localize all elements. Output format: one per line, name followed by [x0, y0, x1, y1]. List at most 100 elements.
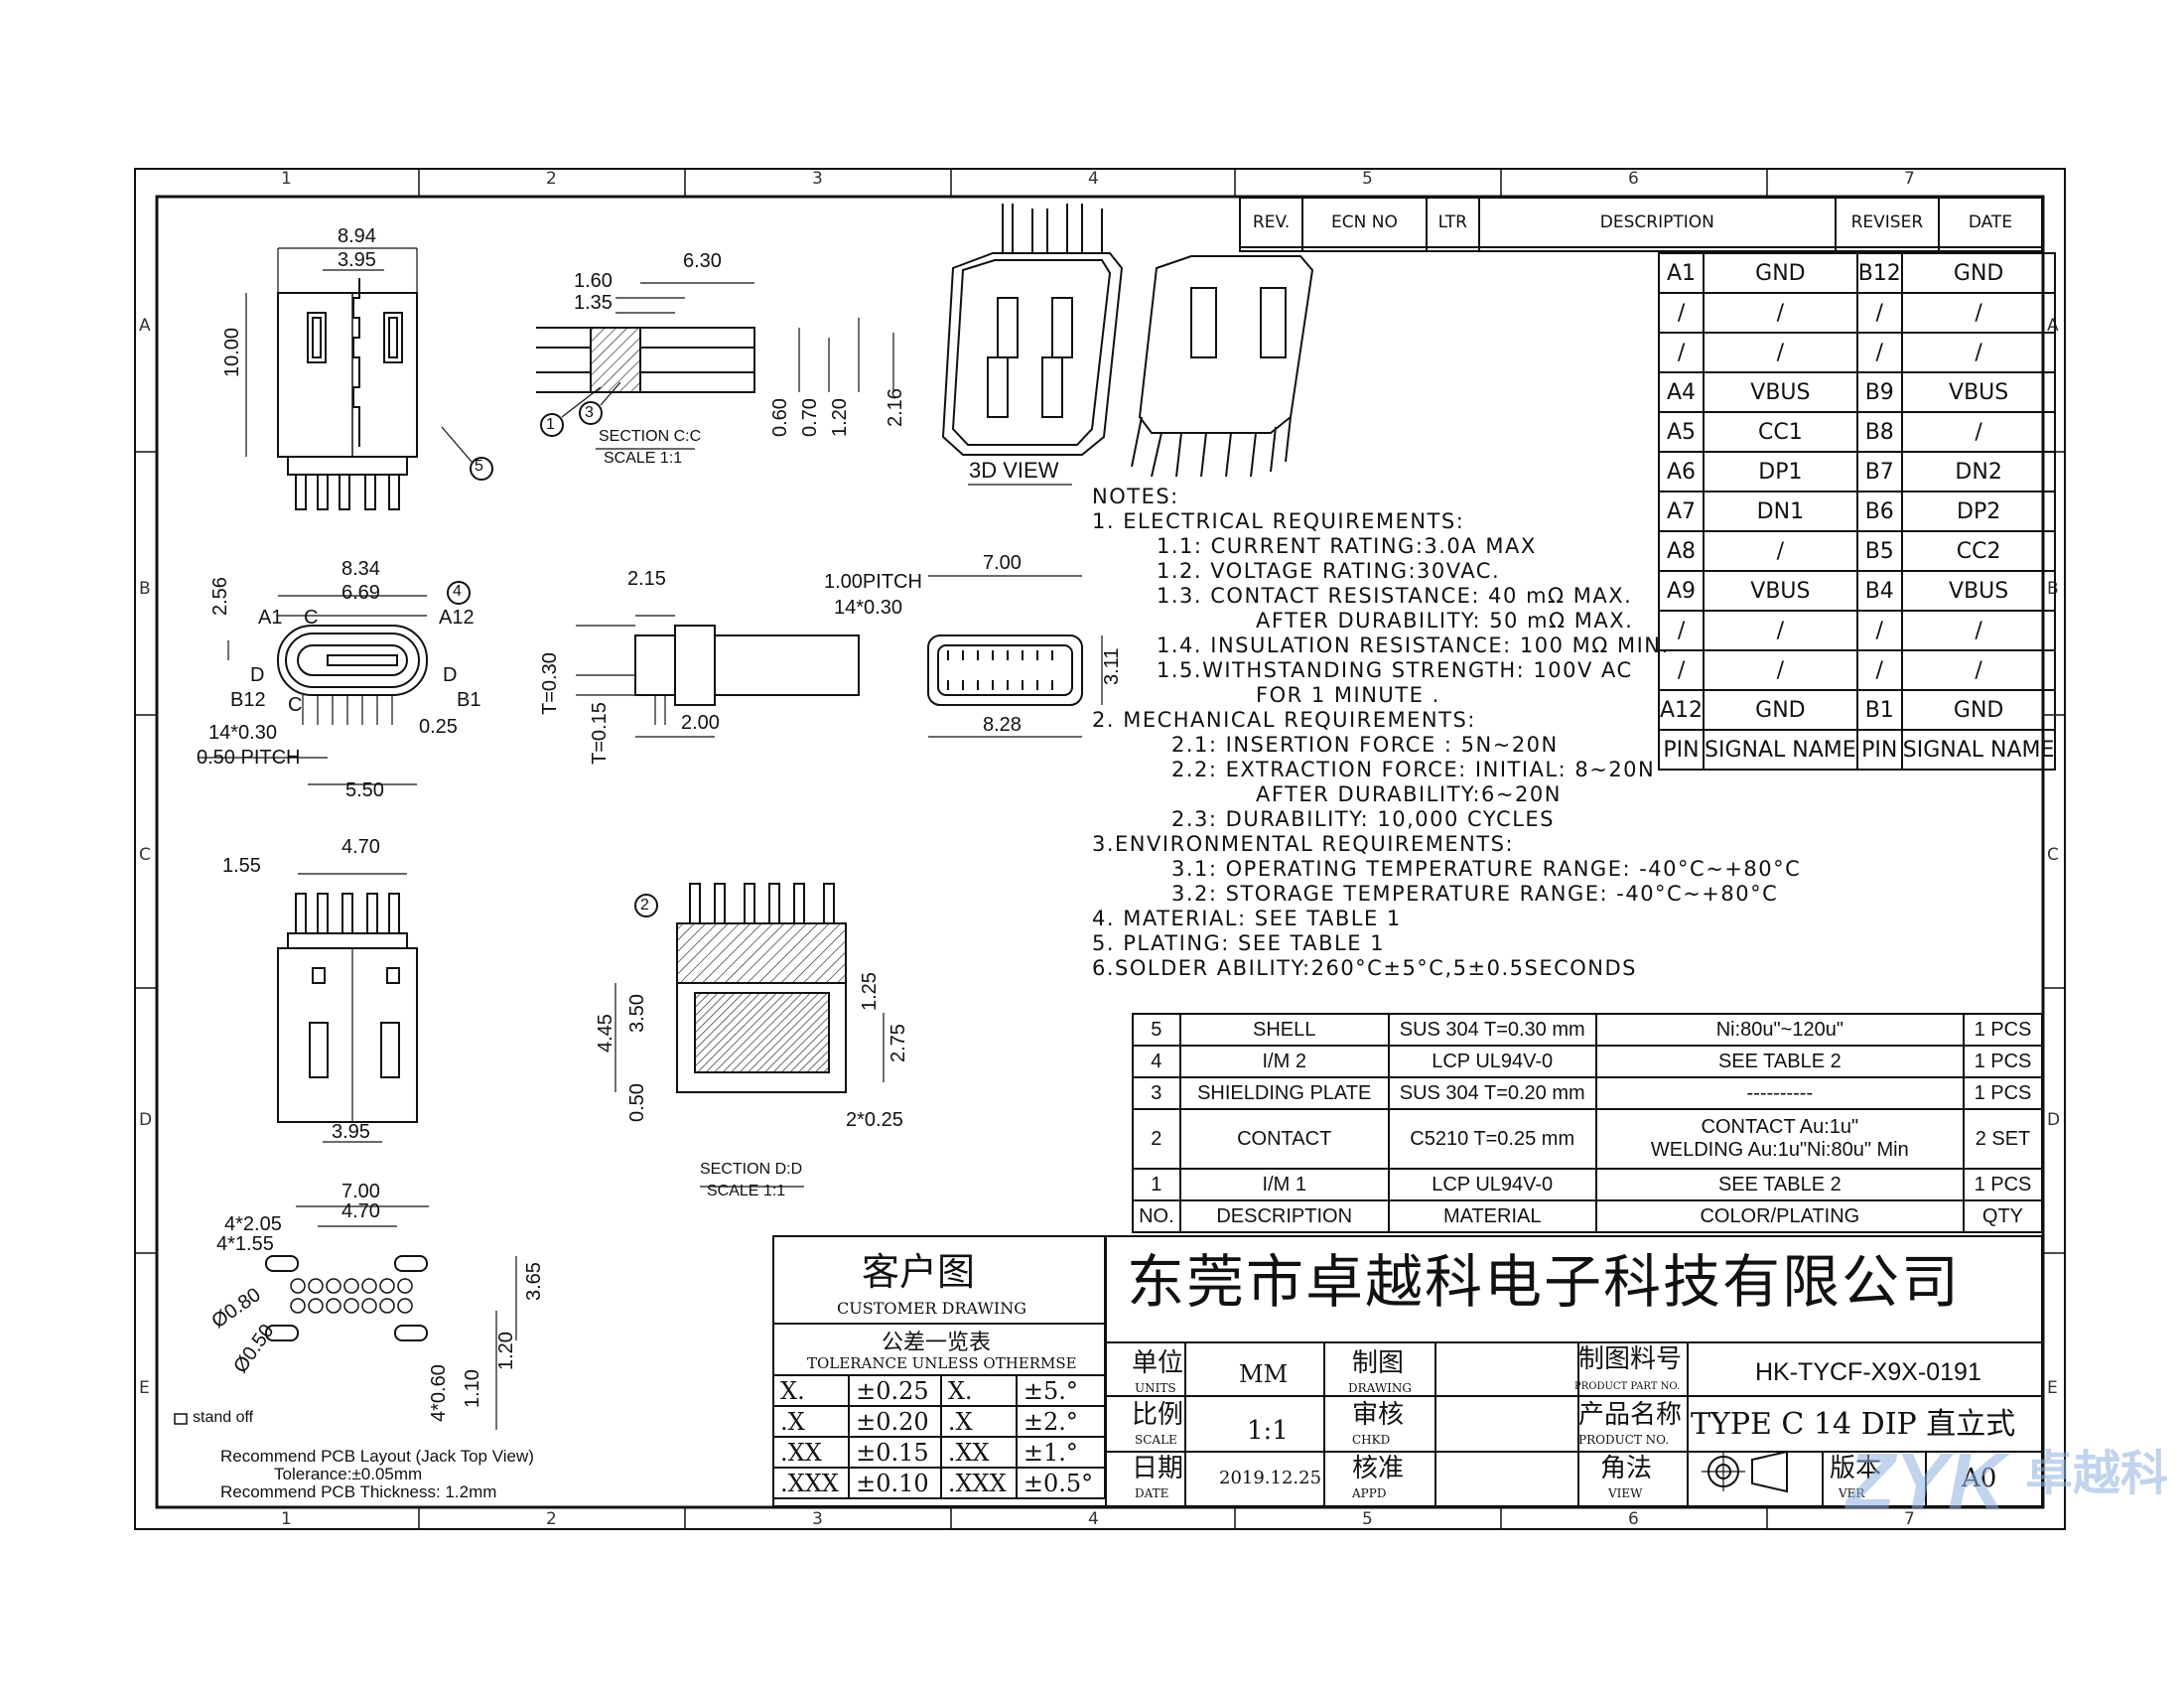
- bom-cell: 5: [1132, 1013, 1181, 1047]
- zone-letter: D: [2047, 1110, 2061, 1130]
- pcb-caption: Tolerance:±0.05mm: [274, 1465, 423, 1483]
- units-value: MM: [1239, 1360, 1289, 1388]
- section-marker: C: [304, 607, 319, 629]
- tolerance-cell: .X: [771, 1405, 851, 1438]
- bom-cell: DESCRIPTION: [1178, 1199, 1390, 1233]
- note-line: 1.2. VOLTAGE RATING:30VAC.: [1157, 559, 1501, 583]
- dim-label: 4*2.05: [224, 1213, 282, 1235]
- bom-cell: 2: [1132, 1108, 1181, 1170]
- bom-cell: I/M 2: [1178, 1045, 1390, 1078]
- note-line: FOR 1 MINUTE .: [1256, 683, 1440, 707]
- tolerance-cell: ±1.°: [1015, 1436, 1107, 1469]
- bom-cell: SHELL: [1178, 1013, 1390, 1047]
- zone-number: 7: [1904, 1509, 1915, 1529]
- date-header: DATE: [1937, 197, 2044, 248]
- dim-label: 0.50 PITCH: [197, 747, 301, 769]
- section-title: SECTION C:C: [599, 428, 702, 445]
- zone-letter: E: [139, 1378, 150, 1398]
- pin-cell: GND: [1900, 252, 2057, 294]
- view-cn: 角法: [1600, 1454, 1653, 1483]
- pin-cell: B9: [1855, 371, 1903, 413]
- part-no-value: HK-TYCF-X9X-0191: [1755, 1358, 1981, 1386]
- dim-label: 2.56: [209, 577, 231, 616]
- pin-cell: /: [1900, 292, 2057, 334]
- zone-number: 5: [1362, 169, 1373, 189]
- dim-label: 8.94: [338, 225, 376, 247]
- balloon-label: 1: [546, 416, 555, 433]
- units-cn: 单位: [1132, 1348, 1184, 1378]
- bom-cell: CONTACT Au:1u" WELDING Au:1u"Ni:80u" Min: [1594, 1108, 1965, 1170]
- scale-cn: 比例: [1132, 1400, 1184, 1430]
- ecn-header: ECN NO: [1301, 197, 1428, 248]
- pin-cell: /: [1657, 332, 1706, 373]
- drawing-cn: 制图: [1352, 1348, 1405, 1378]
- tolerance-cell: .XXX: [771, 1467, 851, 1499]
- tolerance-cell: .XX: [939, 1436, 1018, 1469]
- pin-row: ////: [1657, 649, 2057, 691]
- pin-row: ////: [1657, 610, 2057, 651]
- zone-number: 1: [281, 169, 292, 189]
- dim-label: 0.50: [626, 1083, 648, 1122]
- section-marker: D: [250, 664, 265, 686]
- top-view: [245, 247, 493, 510]
- part-no-cn: 制图料号: [1578, 1344, 1683, 1374]
- tolerance-cell: ±0.10: [848, 1467, 942, 1499]
- note-line: 1.5.WITHSTANDING STRENGTH: 100V AC: [1157, 658, 1633, 682]
- dim-label: 3.11: [1101, 647, 1123, 685]
- pin-cell: B6: [1855, 491, 1903, 532]
- pin-cell: /: [1703, 332, 1858, 373]
- pin-cell: VBUS: [1703, 570, 1858, 612]
- section-title: SECTION D:D: [700, 1161, 803, 1178]
- note-line: 3.2: STORAGE TEMPERATURE RANGE: -40°C~+8…: [1171, 882, 1779, 906]
- note-line: 1. ELECTRICAL REQUIREMENTS:: [1092, 509, 1465, 533]
- note-line: 1.3. CONTACT RESISTANCE: 40 mΩ MAX.: [1157, 584, 1633, 608]
- zone-number: 3: [812, 1509, 823, 1529]
- pin-marker: A12: [439, 607, 475, 629]
- pin-cell: /: [1703, 292, 1858, 334]
- zone-number: 1: [281, 1509, 292, 1529]
- pin-cell: B8: [1855, 411, 1903, 453]
- bom-cell: LCP UL94V-0: [1387, 1045, 1597, 1078]
- pin-cell: /: [1657, 649, 1706, 691]
- view-en: VIEW: [1608, 1486, 1643, 1500]
- zone-letter: D: [139, 1110, 153, 1130]
- pin-cell: VBUS: [1900, 371, 2057, 413]
- bom-cell: Ni:80u"~120u": [1594, 1013, 1965, 1047]
- pcb-caption: Recommend PCB Layout (Jack Top View): [220, 1447, 534, 1466]
- bom-cell: 1 PCS: [1962, 1168, 2044, 1201]
- view-3d-label: 3D VIEW: [969, 458, 1059, 483]
- dim-label: 3.95: [338, 249, 376, 271]
- dim-label: 2.00: [681, 712, 720, 734]
- note-line: 1.1: CURRENT RATING:3.0A MAX: [1157, 534, 1537, 558]
- dim-label: 4.70: [341, 1200, 380, 1222]
- zone-letter: E: [2047, 1378, 2058, 1398]
- zone-letter: B: [139, 579, 151, 599]
- tolerance-cell: ±0.20: [848, 1405, 942, 1438]
- tolerance-cell: X.: [771, 1374, 851, 1407]
- ver-cn: 版本: [1830, 1454, 1882, 1483]
- scale-en: SCALE: [1135, 1433, 1177, 1447]
- tolerance-cell: .XXX: [939, 1467, 1018, 1499]
- bom-cell: LCP UL94V-0: [1387, 1168, 1597, 1201]
- tolerance-cell: ±0.15: [848, 1436, 942, 1469]
- pin-cell: /: [1703, 649, 1858, 691]
- note-line: 3.1: OPERATING TEMPERATURE RANGE: -40°C~…: [1171, 857, 1802, 881]
- dim-label: 3.65: [523, 1262, 545, 1301]
- pin-cell: /: [1855, 292, 1903, 334]
- bom-cell: CONTACT: [1178, 1108, 1390, 1170]
- balloon-label: 2: [640, 897, 649, 914]
- zone-number: 2: [546, 169, 557, 189]
- bom-cell: I/M 1: [1178, 1168, 1390, 1201]
- note-line: 4. MATERIAL: SEE TABLE 1: [1092, 907, 1402, 930]
